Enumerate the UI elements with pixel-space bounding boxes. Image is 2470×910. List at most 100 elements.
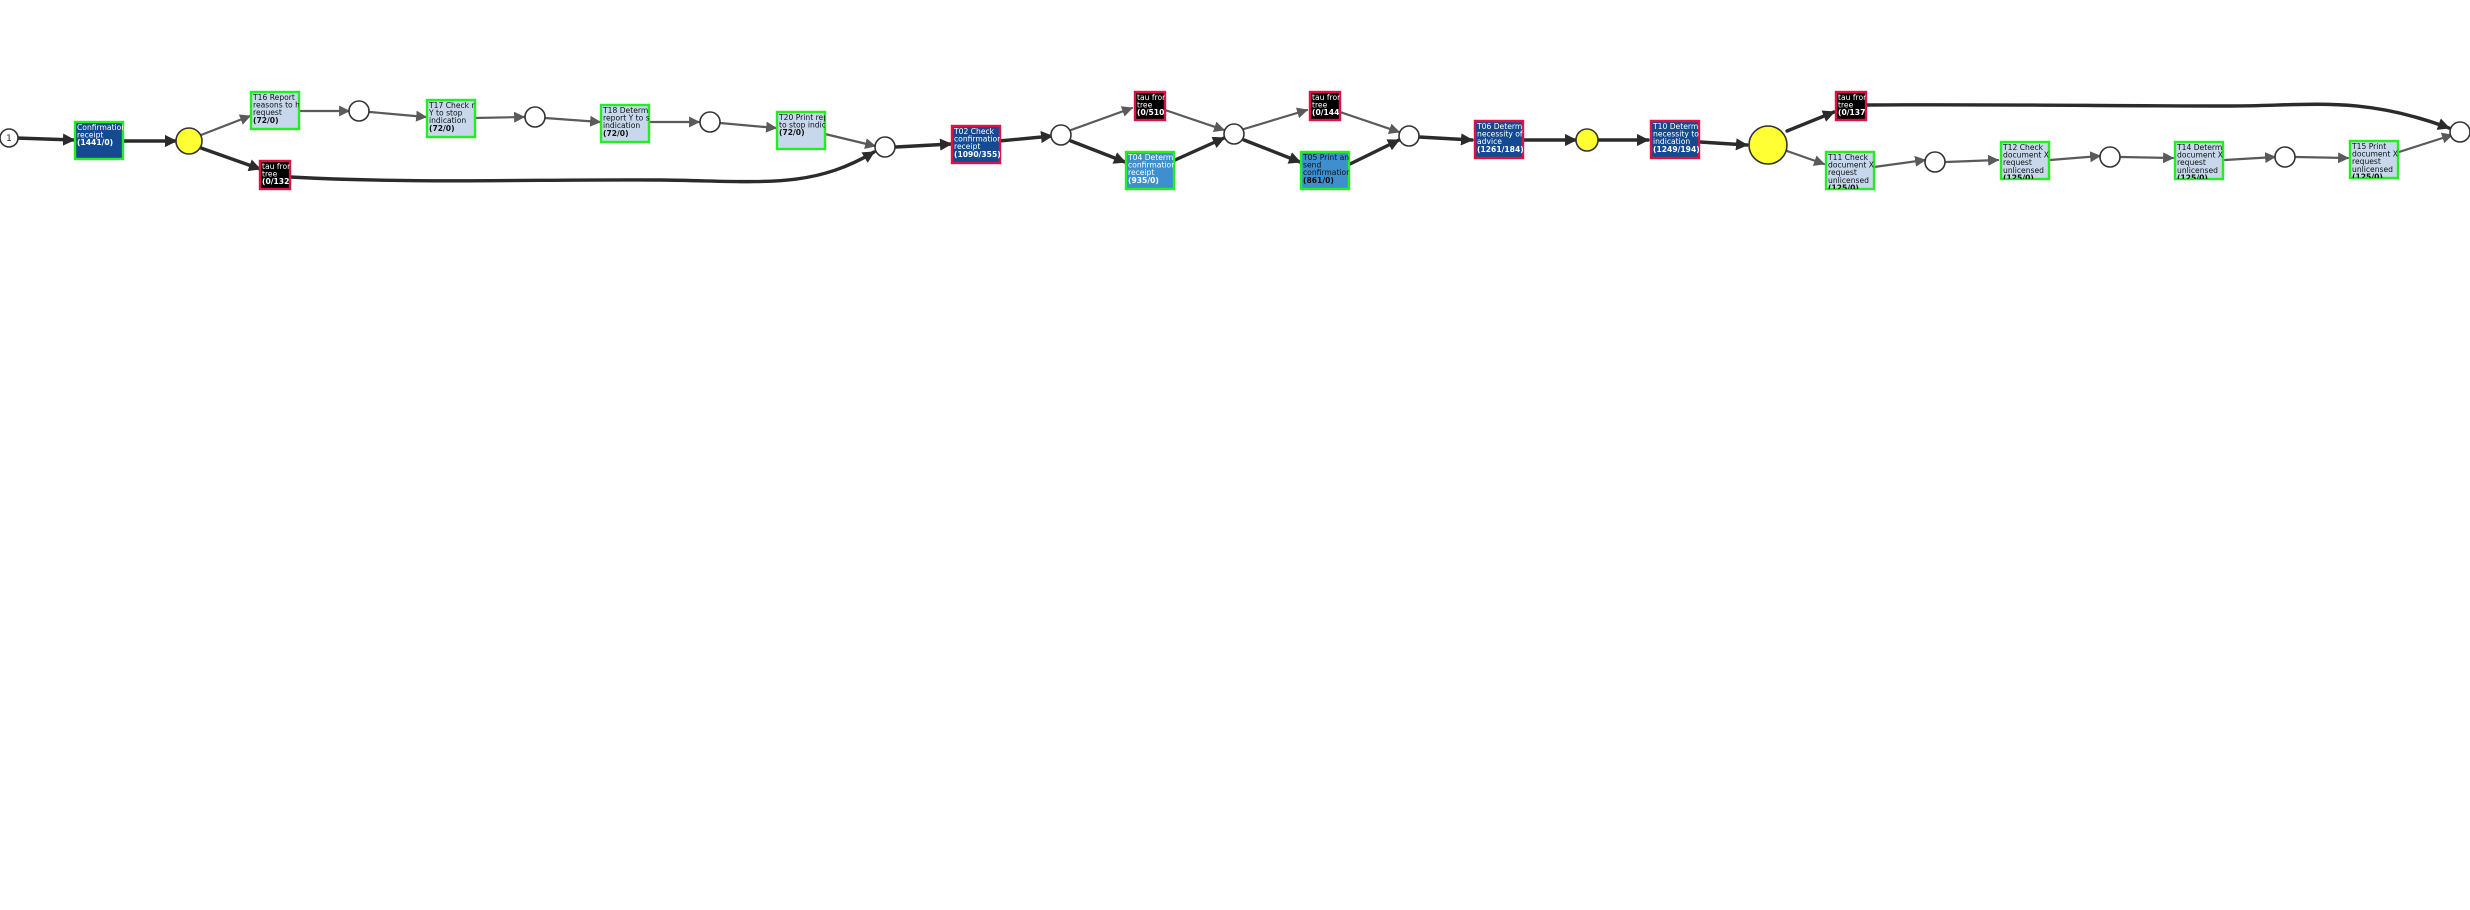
arc (1242, 138, 1302, 164)
arc (1338, 110, 1401, 135)
arc (718, 121, 778, 133)
transition-label-line: T16 Report (252, 93, 295, 102)
arc (1348, 138, 1401, 166)
transition-label-line: report Y to sto (603, 114, 658, 123)
transition-label-line: unlicensed (1828, 176, 1869, 185)
transition-label-line: T20 Print repo (778, 113, 833, 122)
transition-label-line: tree (1312, 101, 1328, 110)
transition-label-line: necessity to s (1653, 130, 1705, 139)
transition-label-line: T04 Determin (1127, 153, 1180, 162)
transition-label-line: tree (1137, 101, 1153, 110)
transition-label-line: (1249/194) (1653, 145, 1700, 154)
transition-label-line: tree (262, 170, 278, 179)
transition-label-line: (72/0) (253, 116, 279, 125)
transition-label-line: indication (429, 116, 466, 125)
transition-label-line: (72/0) (603, 129, 629, 138)
arc (199, 114, 252, 137)
transition-label-line: receipt (1128, 168, 1154, 177)
transition-label-line: tree (1838, 101, 1854, 110)
arc (368, 110, 428, 122)
transition-box (1834, 90, 1868, 122)
transition-label-line: (0/144) (1312, 108, 1343, 117)
transition-label-line: request (2352, 157, 2381, 166)
transition-box (1999, 140, 2051, 181)
place[interactable] (348, 100, 370, 122)
place[interactable] (1223, 123, 1245, 145)
transition-label-line: document X (2352, 150, 2398, 159)
source-place[interactable] (0, 128, 19, 148)
place[interactable] (2099, 146, 2121, 168)
arc (1173, 136, 1226, 162)
place[interactable] (1924, 151, 1946, 173)
arc (2397, 132, 2454, 154)
place[interactable] (175, 127, 203, 155)
place[interactable] (524, 106, 546, 128)
transition-label-line: (125/0) (2177, 173, 2208, 182)
transition-label-line: (125/0) (2003, 173, 2034, 182)
transition-label-line: request (253, 108, 282, 117)
transition-label-line: (0/510) (1137, 108, 1168, 117)
place[interactable] (874, 136, 896, 158)
transition-label-line: unlicensed (2003, 166, 2044, 175)
place[interactable] (1050, 124, 1072, 146)
place[interactable] (1575, 128, 1599, 152)
transition-box (1124, 150, 1176, 191)
transition-label-line: (72/0) (429, 124, 455, 133)
transition-label-line: T06 Determin (1476, 122, 1529, 131)
place[interactable] (1398, 125, 1420, 147)
place[interactable] (1748, 125, 1788, 165)
transition-label-line: T02 Check (953, 127, 995, 136)
arc (2048, 151, 2102, 163)
transition-label-line: T12 Check (2002, 143, 2044, 152)
transition-label-line: receipt (954, 142, 980, 151)
places: 1 (0, 100, 2470, 173)
transition-label-line: T18 Determine (602, 106, 660, 115)
transition-box (2348, 139, 2400, 180)
transition-label-line: document X (2177, 151, 2223, 160)
arc (823, 132, 877, 150)
place[interactable] (699, 111, 721, 133)
transition-label-line: advice (1477, 137, 1502, 146)
transition-box (1308, 90, 1342, 122)
arc (543, 115, 602, 127)
arc (1069, 139, 1127, 164)
place[interactable] (2274, 146, 2296, 168)
transition-label-line: (1441/0) (77, 138, 113, 147)
transition-label-line: T17 Check rep (428, 101, 484, 110)
transition-box (2173, 140, 2225, 181)
transition-label-line: receipt (77, 131, 103, 140)
transition-label-line: document X (1828, 161, 1874, 170)
transition-label-line: request (1828, 168, 1857, 177)
sink-place[interactable] (2449, 121, 2470, 143)
arc (1944, 154, 2000, 166)
arc (2223, 152, 2277, 164)
transition-label-line: request (2003, 158, 2032, 167)
